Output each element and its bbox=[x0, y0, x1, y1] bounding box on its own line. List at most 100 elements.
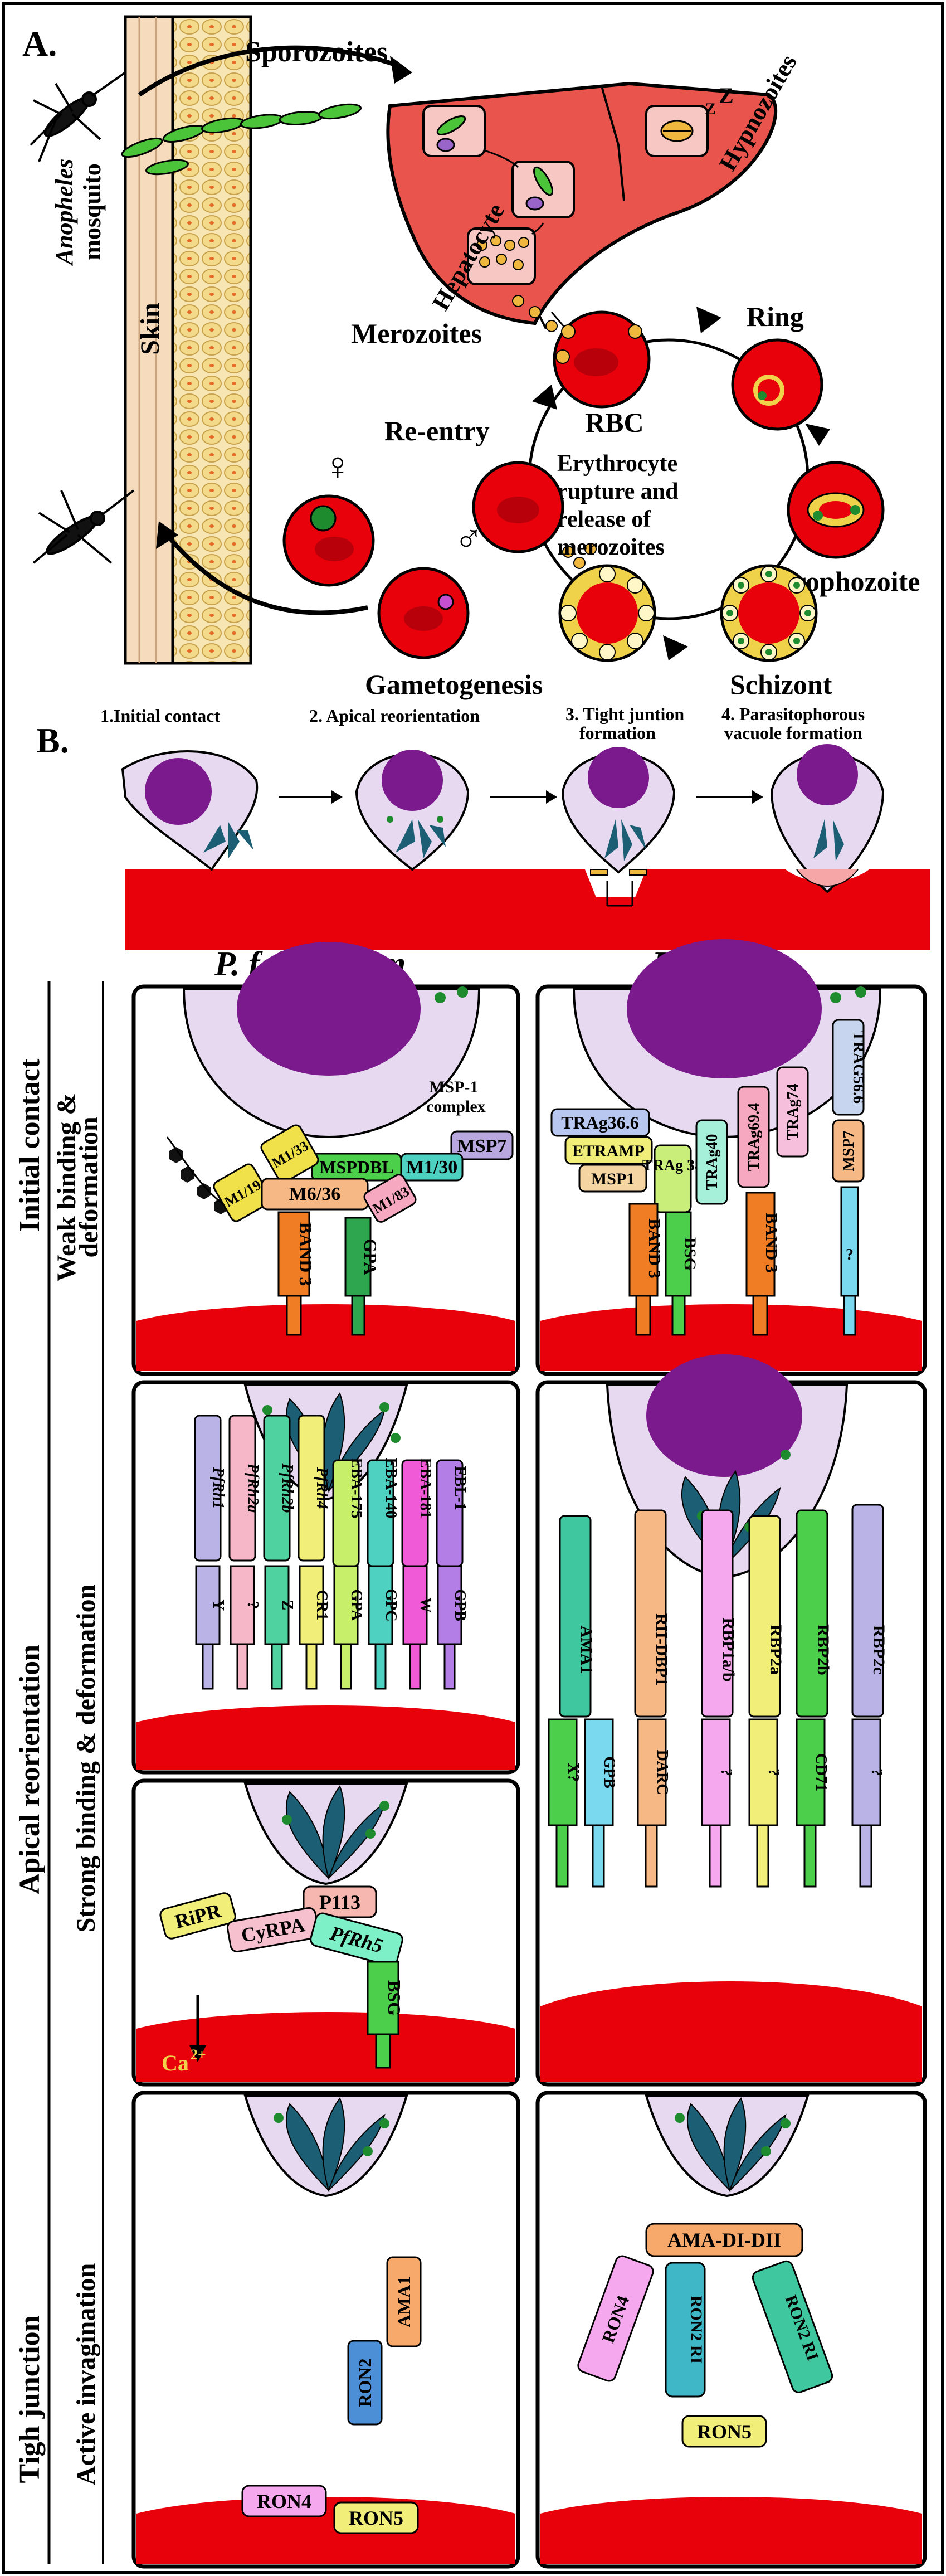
pf-ligand-stalk-3 bbox=[298, 1415, 325, 1562]
tj-pv-ron5: RON5 bbox=[697, 2421, 752, 2443]
rh5-bsg: BSG bbox=[384, 1980, 404, 2016]
pf-receptor-3: CR1 bbox=[313, 1590, 330, 1620]
pf-tight-junction-box: AMA1 RON2 RON4 RON5 bbox=[131, 2091, 520, 2569]
pf-rh5-box: P113 RiPR CyRPA PfRh5 BSG Ca 2+ bbox=[131, 1778, 520, 2087]
pv-ligand-5: RBP2c bbox=[870, 1625, 888, 1674]
pf-receptor-0: Y bbox=[209, 1600, 227, 1611]
sporozoites-label: Sporozoites bbox=[245, 36, 388, 68]
zzz-small: Z bbox=[705, 100, 716, 118]
pf-mspdbl: MSPDBL bbox=[319, 1157, 393, 1177]
tj-pf-ron4: RON4 bbox=[257, 2490, 311, 2512]
step3-label-b: formation bbox=[579, 723, 656, 743]
pf-ligand-3: PfRh4 bbox=[313, 1467, 330, 1509]
reentry-label: Re-entry bbox=[384, 415, 490, 446]
rupture-line1: Erythrocyte bbox=[557, 451, 677, 477]
step4-label-a: 4. Parasitophorous bbox=[721, 704, 865, 724]
schizont-label: Schizont bbox=[730, 669, 832, 700]
active-invagination-label: Active invagination bbox=[71, 2263, 101, 2486]
pf-m6-36: M6/36 bbox=[289, 1184, 341, 1204]
pv-ligand-stalk-5 bbox=[851, 1504, 884, 1718]
merozoite-step2 bbox=[355, 750, 470, 871]
pf-ligand-stalk-2 bbox=[263, 1415, 291, 1562]
pv-trag56: TRAG56.6 bbox=[850, 1031, 867, 1104]
pv-tight-junction-box: AMA-DI-DII RON4 RON2 RI RON2 RI RON5 bbox=[535, 2091, 927, 2569]
pv-ligand-3: RBP2a bbox=[767, 1625, 785, 1675]
pv-band3-b: BAND 3 bbox=[762, 1213, 781, 1273]
panel-b-label: B. bbox=[36, 721, 69, 760]
step2-label: 2. Apical reorientation bbox=[309, 706, 480, 726]
gametogenesis-label: Gametogenesis bbox=[365, 669, 543, 700]
pv-receptor-5: CD71 bbox=[812, 1753, 830, 1791]
pv-ligand-stalk-4 bbox=[796, 1509, 828, 1718]
merozoite-step4 bbox=[770, 744, 885, 893]
pf-strong-binding-box: PfRh1YPfRh2a?PfRh2bZPfRh4CR1EBA-175GPAEB… bbox=[131, 1380, 520, 1775]
pf-ligand-0: PfRh1 bbox=[209, 1467, 227, 1509]
ring-stage-cell bbox=[731, 338, 823, 431]
rh5-p113: P113 bbox=[319, 1891, 360, 1913]
pv-weak-binding-box: TRAg36.6 ETRAMP MSP1 TRAg 38 TRAg40 TRAg… bbox=[535, 939, 927, 1376]
tj-pv-ama: AMA-DI-DII bbox=[667, 2229, 781, 2251]
pv-trag36: TRAg36.6 bbox=[561, 1112, 639, 1133]
trophozoite-cell bbox=[787, 461, 885, 559]
panel-b: B. 1.Initial contact 2. Apical reorienta… bbox=[36, 704, 930, 950]
zzz-large: Z bbox=[719, 83, 734, 108]
pf-ligand-stalk-1 bbox=[228, 1415, 256, 1562]
pv-ligand-2: RBP1a/b bbox=[719, 1617, 738, 1681]
step3-label-a: 3. Tight juntion bbox=[565, 704, 684, 724]
pv-receptor-stalk-6 bbox=[851, 1718, 881, 1826]
pf-receptor-stalk-1 bbox=[230, 1565, 255, 1645]
pv-receptor-0: X? bbox=[564, 1763, 582, 1782]
pf-receptor-stalk-5 bbox=[368, 1565, 393, 1645]
pv-receptor-stalk-3 bbox=[701, 1718, 731, 1826]
male-gametocyte bbox=[377, 567, 470, 659]
rh5-ca: Ca bbox=[162, 2050, 189, 2076]
ring-label: Ring bbox=[747, 301, 804, 332]
pf-receptor-7: GPB bbox=[451, 1589, 469, 1621]
skin-label: Skin bbox=[135, 303, 165, 354]
pv-ligand-0: AMA1 bbox=[577, 1626, 596, 1674]
pv-receptor-3: ? bbox=[718, 1768, 735, 1776]
pf-ligand-4: EBA-175 bbox=[348, 1458, 365, 1519]
pf-receptor-2: Z bbox=[279, 1600, 296, 1611]
pf-ligand-2: PfRh2b bbox=[279, 1463, 296, 1513]
tj-pf-ama1: AMA1 bbox=[394, 2276, 414, 2327]
pf-ligand-5: EBA-140 bbox=[382, 1458, 399, 1519]
pv-q: ? bbox=[846, 1246, 854, 1263]
pv-receptor-1: GPB bbox=[601, 1756, 618, 1788]
pf-band3: BAND 3 bbox=[296, 1222, 316, 1286]
rupture-line2: rupture and bbox=[557, 479, 678, 504]
pv-receptor-stalk-0 bbox=[548, 1718, 578, 1826]
merozoite-step3 bbox=[561, 747, 676, 907]
tight-junction-label: Tigh junction bbox=[14, 2315, 46, 2483]
pv-msp7: MSP7 bbox=[840, 1130, 857, 1171]
rbc-surface-b bbox=[125, 869, 930, 950]
pf-receptor-4: GPA bbox=[348, 1589, 365, 1621]
pv-etramp: ETRAMP bbox=[572, 1142, 645, 1160]
pf-ligand-6: EBA-181 bbox=[417, 1458, 434, 1519]
rbc-label: RBC bbox=[585, 407, 644, 438]
pf-receptor-stalk-0 bbox=[195, 1565, 221, 1645]
rupture-line3: release of bbox=[557, 507, 651, 532]
pf-ligand-1: PfRh2a bbox=[244, 1463, 261, 1513]
pf-receptor-stalk-7 bbox=[437, 1565, 462, 1645]
pv-ligand-stalk-0 bbox=[559, 1515, 592, 1718]
anopheles-label: Anopheles bbox=[51, 159, 78, 267]
pv-receptor-4: ? bbox=[765, 1768, 782, 1776]
pv-ligand-stalk-3 bbox=[748, 1515, 781, 1718]
pv-ligand-stalk-2 bbox=[701, 1509, 734, 1718]
strong-binding-label: Strong binding & deformation bbox=[71, 1585, 101, 1933]
pf-m1-30: M1/30 bbox=[406, 1157, 458, 1178]
msp1-complex-label-1: MSP-1 bbox=[429, 1078, 478, 1096]
mosquito-label: mosquito bbox=[79, 163, 106, 260]
pv-trag69: TRAg69.4 bbox=[745, 1103, 763, 1171]
weak-binding-label-1: Weak binding & bbox=[52, 1093, 81, 1282]
panel-a-label: A. bbox=[22, 24, 57, 64]
tj-pf-ron5: RON5 bbox=[349, 2507, 403, 2529]
pf-receptor-stalk-6 bbox=[402, 1565, 428, 1645]
merozoites-label: Merozoites bbox=[351, 318, 482, 349]
pf-receptor-5: GPC bbox=[382, 1588, 399, 1621]
rupture-cell bbox=[558, 543, 656, 662]
pf-msp7: MSP7 bbox=[457, 1136, 507, 1156]
